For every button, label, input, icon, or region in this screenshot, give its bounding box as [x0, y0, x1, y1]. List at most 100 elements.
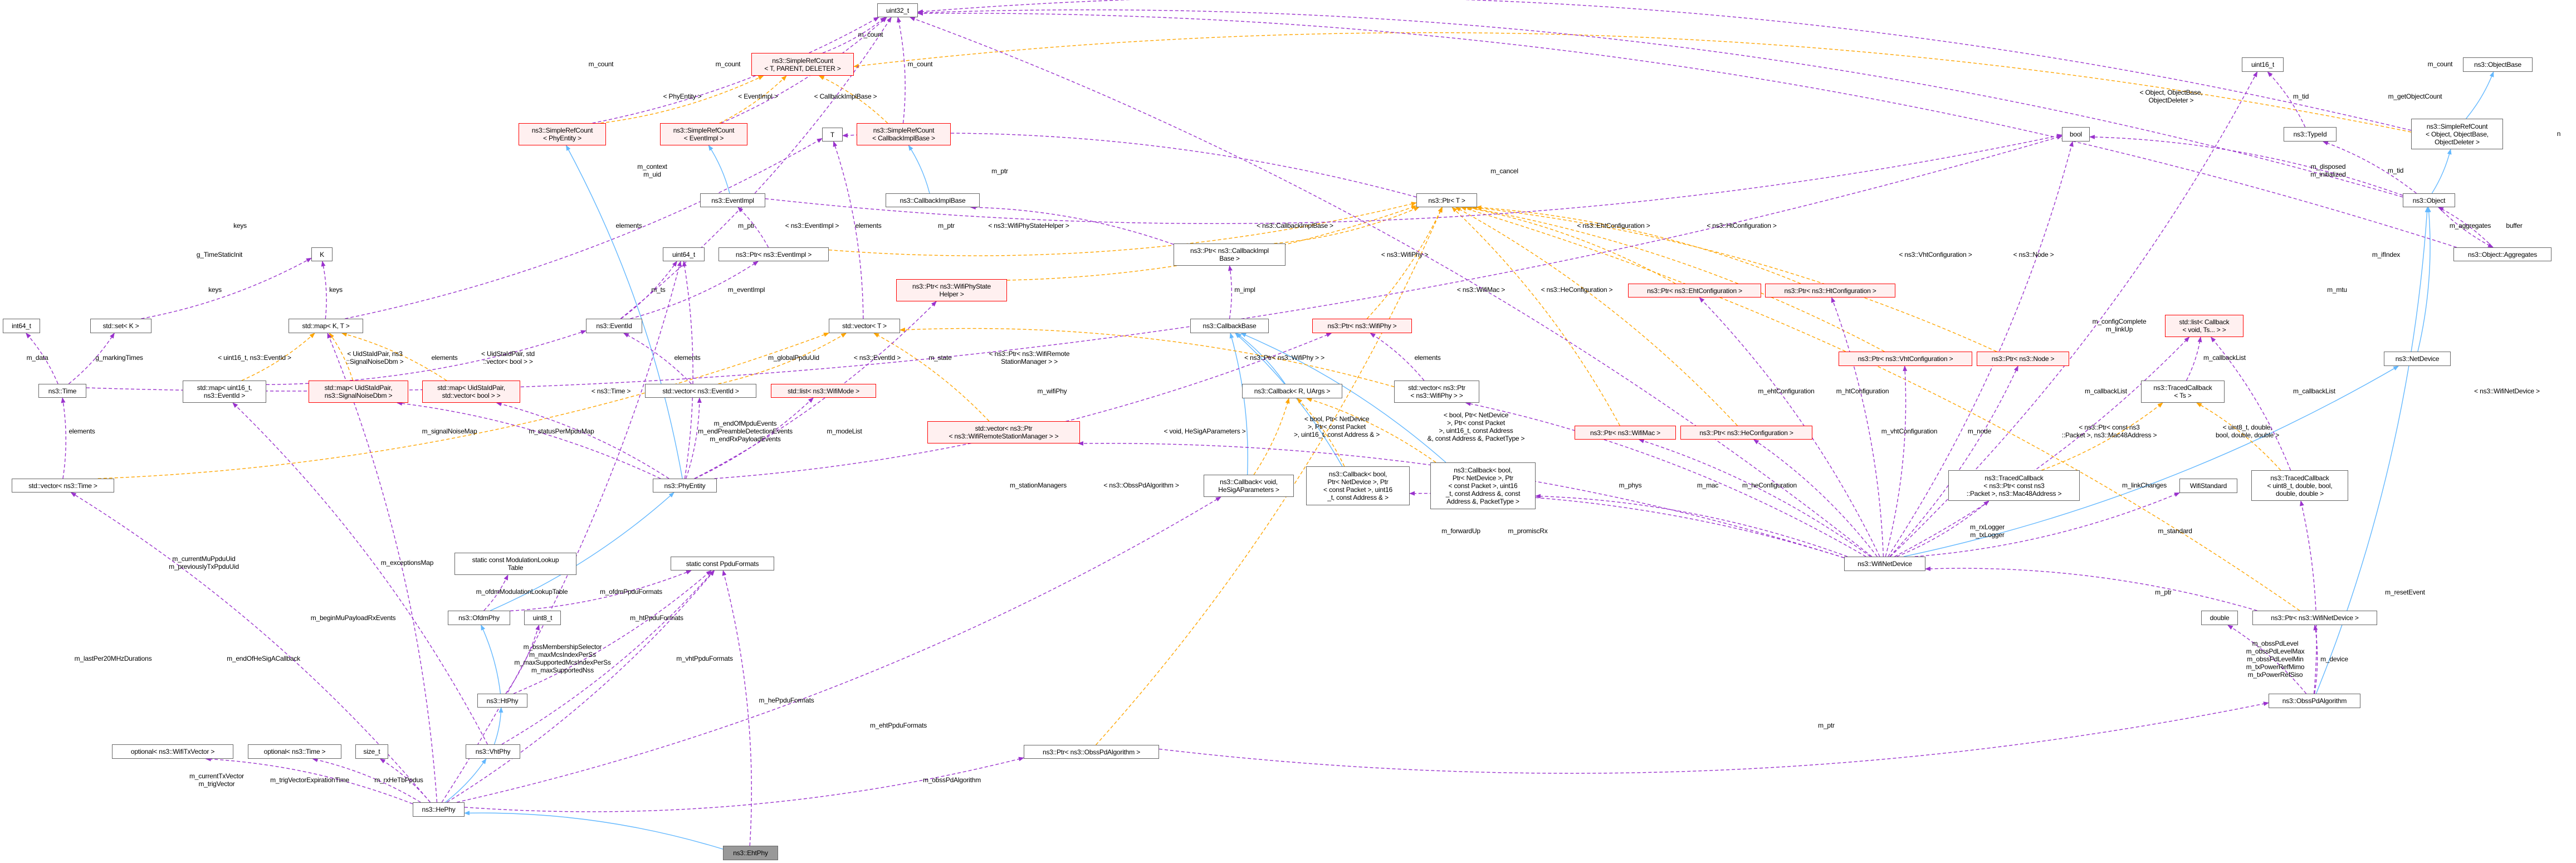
class-node-eventimpl[interactable]: ns3::EventImpl: [700, 193, 765, 207]
class-node-tc-ts[interactable]: ns3::TracedCallback < Ts >: [2141, 381, 2225, 403]
class-node-ptr-obss[interactable]: ns3::Ptr< ns3::ObssPdAlgorithm >: [1024, 745, 1159, 759]
edge-label: < ns3::Ptr< ns3::WifiPhy > >: [1244, 354, 1324, 362]
edge-label: m_currentTxVector m_trigVector: [189, 772, 244, 788]
class-node-map-kt[interactable]: std::map< K, T >: [289, 319, 363, 333]
edge-member-src_obj-to-uint32: [917, 0, 2412, 131]
edge-member-tc_u8-to-list_cb: [2210, 337, 2291, 471]
class-node-src-evi[interactable]: ns3::SimpleRefCount < EventImpl >: [660, 123, 747, 145]
class-node-src-obj[interactable]: ns3::SimpleRefCount < Object, ObjectBase…: [2411, 119, 2503, 149]
edge-label: < bool, Ptr< NetDevice >, Ptr< const Pac…: [1427, 411, 1525, 442]
edge-label: m_trigVectorExpirationTime: [270, 776, 349, 784]
class-node-phyentity[interactable]: ns3::PhyEntity: [653, 479, 717, 493]
class-node-vec-ptr-wifiphy[interactable]: std::vector< ns3::Ptr < ns3::WifiPhy > >: [1394, 381, 1479, 403]
class-node-map-u16[interactable]: std::map< uint16_t, ns3::EventId >: [183, 381, 266, 403]
class-node-ptr-evi[interactable]: ns3::Ptr< ns3::EventImpl >: [718, 247, 829, 261]
class-node-ppdu[interactable]: static const PpduFormats: [671, 557, 774, 571]
edge-inherit-cb_ru-to-cbbase: [1236, 333, 1286, 384]
edge-label: m_device: [2320, 655, 2348, 663]
class-node-hephy[interactable]: ns3::HePhy: [413, 802, 465, 817]
class-node-int64[interactable]: int64_t: [3, 319, 40, 333]
class-node-objbase[interactable]: ns3::ObjectBase: [2463, 57, 2533, 72]
edge-label: m_count: [715, 60, 741, 68]
edge-label: m_vhtConfiguration: [1881, 427, 1938, 435]
class-node-set[interactable]: std::set< K >: [90, 319, 151, 333]
class-node-obss[interactable]: ns3::ObssPdAlgorithm: [2269, 694, 2360, 708]
class-node-tc-pkt[interactable]: ns3::TracedCallback < ns3::Ptr< const ns…: [1948, 470, 2080, 501]
class-node-mlt[interactable]: static const ModulationLookup Table: [454, 553, 576, 575]
edge-label: m_callbackList: [2203, 354, 2246, 362]
class-node-src-tpd[interactable]: ns3::SimpleRefCount < T, PARENT, DELETER…: [751, 53, 854, 76]
class-node-cb-bool7[interactable]: ns3::Callback< bool, Ptr< NetDevice >, P…: [1430, 462, 1536, 509]
edge-label: m_lastPer20MHzDurations: [74, 655, 152, 662]
edge-label: elements: [615, 222, 642, 230]
class-node-list-cb[interactable]: std::list< Callback < void, Ts... > >: [2165, 315, 2243, 337]
edge-member-ptr_cib-to-cib: [970, 205, 1174, 245]
class-node-cb-ru[interactable]: ns3::Callback< R, UArgs >: [1242, 384, 1342, 398]
class-node-typeid[interactable]: ns3::TypeId: [2284, 127, 2337, 142]
class-node-cb-bool5[interactable]: ns3::Callback< bool, Ptr< NetDevice >, P…: [1306, 466, 1410, 505]
class-node-ptr-ht[interactable]: ns3::Ptr< ns3::HtConfiguration >: [1765, 284, 1895, 298]
class-node-ofdmphy[interactable]: ns3::OfdmPhy: [448, 611, 510, 625]
class-node-K[interactable]: K: [311, 247, 333, 261]
edge-member-vhtphy-to-map_u16: [232, 402, 488, 745]
class-node-ptr-cib[interactable]: ns3::Ptr< ns3::CallbackImpl Base >: [1174, 243, 1285, 266]
edge-member-phyentity-to-vec_evid: [685, 397, 702, 479]
class-node-ptr-wnd[interactable]: ns3::Ptr< ns3::WifiNetDevice >: [2252, 611, 2377, 625]
edge-label: m_htConfiguration: [1836, 387, 1889, 395]
edge-member-hephy-to-opt_txv: [205, 757, 413, 805]
class-node-cbbase[interactable]: ns3::CallbackBase: [1190, 319, 1269, 333]
class-node-T[interactable]: T: [822, 128, 843, 142]
class-node-ptrT[interactable]: ns3::Ptr< T >: [1416, 193, 1477, 207]
class-node-vec-ptr-wrsm[interactable]: std::vector< ns3::Ptr < ns3::WifiRemoteS…: [927, 421, 1080, 443]
class-node-htphy[interactable]: ns3::HtPhy: [477, 694, 527, 708]
class-node-object[interactable]: ns3::Object: [2403, 193, 2455, 207]
edge-label: elements: [855, 222, 882, 230]
edge-label: m_count: [858, 31, 883, 38]
class-node-ptr-hecfg[interactable]: ns3::Ptr< ns3::HeConfiguration >: [1680, 426, 1812, 440]
class-node-list-wm[interactable]: std::list< ns3::WifiMode >: [771, 384, 876, 398]
class-node-vec-evid[interactable]: std::vector< ns3::EventId >: [645, 384, 756, 398]
class-node-src-cib[interactable]: ns3::SimpleRefCount < CallbackImplBase >: [857, 123, 951, 145]
class-node-vec-T[interactable]: std::vector< T >: [829, 319, 900, 333]
class-node-wifistd[interactable]: WifiStandard: [2179, 479, 2237, 493]
class-node-map-vb[interactable]: std::map< UidStaIdPair, std::vector< boo…: [422, 381, 520, 403]
class-node-ptr-vht[interactable]: ns3::Ptr< ns3::VhtConfiguration >: [1839, 352, 1972, 366]
edge-template-cb_bool5-to-cb_ru: [1297, 398, 1345, 467]
class-node-ptr-wifimac[interactable]: ns3::Ptr< ns3::WifiMac >: [1575, 426, 1676, 440]
class-node-uint64[interactable]: uint64_t: [663, 247, 705, 261]
class-node-aggr[interactable]: ns3::Object::Aggregates: [2453, 247, 2551, 261]
class-node-double[interactable]: double: [2201, 611, 2238, 625]
class-node-ptr-node[interactable]: ns3::Ptr< ns3::Node >: [1977, 352, 2069, 366]
class-node-netdevice[interactable]: ns3::NetDevice: [2384, 352, 2451, 366]
class-node-src-phy[interactable]: ns3::SimpleRefCount < PhyEntity >: [519, 123, 606, 145]
class-node-ptr-wpsh[interactable]: ns3::Ptr< ns3::WifiPhyState Helper >: [896, 279, 1007, 301]
class-node-time[interactable]: ns3::Time: [38, 384, 86, 398]
class-node-eventid[interactable]: ns3::EventId: [586, 319, 642, 333]
edge-label: m_ptr: [738, 222, 755, 230]
class-node-opt-time[interactable]: optional< ns3::Time >: [248, 744, 341, 759]
edge-member-obss-to-double: [2227, 625, 2307, 694]
class-node-wnd[interactable]: ns3::WifiNetDevice: [1844, 557, 1925, 571]
class-node-vec-time[interactable]: std::vector< ns3::Time >: [12, 479, 114, 493]
edge-template-ptr_wnd-to-ptrT: [1460, 206, 2300, 611]
class-node-size[interactable]: size_t: [355, 744, 388, 759]
class-node-cb-void[interactable]: ns3::Callback< void, HeSigAParameters >: [1204, 475, 1294, 497]
edge-template-ptr_cib-to-ptrT: [1274, 207, 1420, 244]
class-node-opt-txv[interactable]: optional< ns3::WifiTxVector >: [112, 744, 233, 759]
edge-member-time-to-int64: [26, 333, 58, 384]
edge-label: m_ptr: [991, 167, 1008, 175]
class-node-tc-u8[interactable]: ns3::TracedCallback < uint8_t, double, b…: [2251, 470, 2348, 501]
class-node-uint16[interactable]: uint16_t: [2242, 57, 2284, 72]
class-node-ptr-wifiphy[interactable]: ns3::Ptr< ns3::WifiPhy >: [1312, 319, 1412, 333]
class-node-uint32[interactable]: uint32_t: [877, 3, 918, 17]
class-node-cib[interactable]: ns3::CallbackImplBase: [886, 193, 980, 207]
class-node-bool[interactable]: bool: [2062, 127, 2090, 142]
class-node-map-snd[interactable]: std::map< UidStaIdPair, ns3::SignalNoise…: [309, 381, 408, 403]
class-node-vhtphy[interactable]: ns3::VhtPhy: [466, 744, 520, 759]
class-node-ptr-eht[interactable]: ns3::Ptr< ns3::EhtConfiguration >: [1628, 284, 1761, 298]
edge-member-wnd-to-ptr_hecfg: [1753, 439, 1878, 557]
edge-label: < ns3::EventImpl >: [785, 222, 839, 230]
edge-template-vec_ptr_wrsm-to-vec_T: [873, 333, 990, 422]
edge-template-vec_evid-to-vec_T: [718, 333, 847, 384]
class-node-uint8[interactable]: uint8_t: [524, 611, 561, 625]
